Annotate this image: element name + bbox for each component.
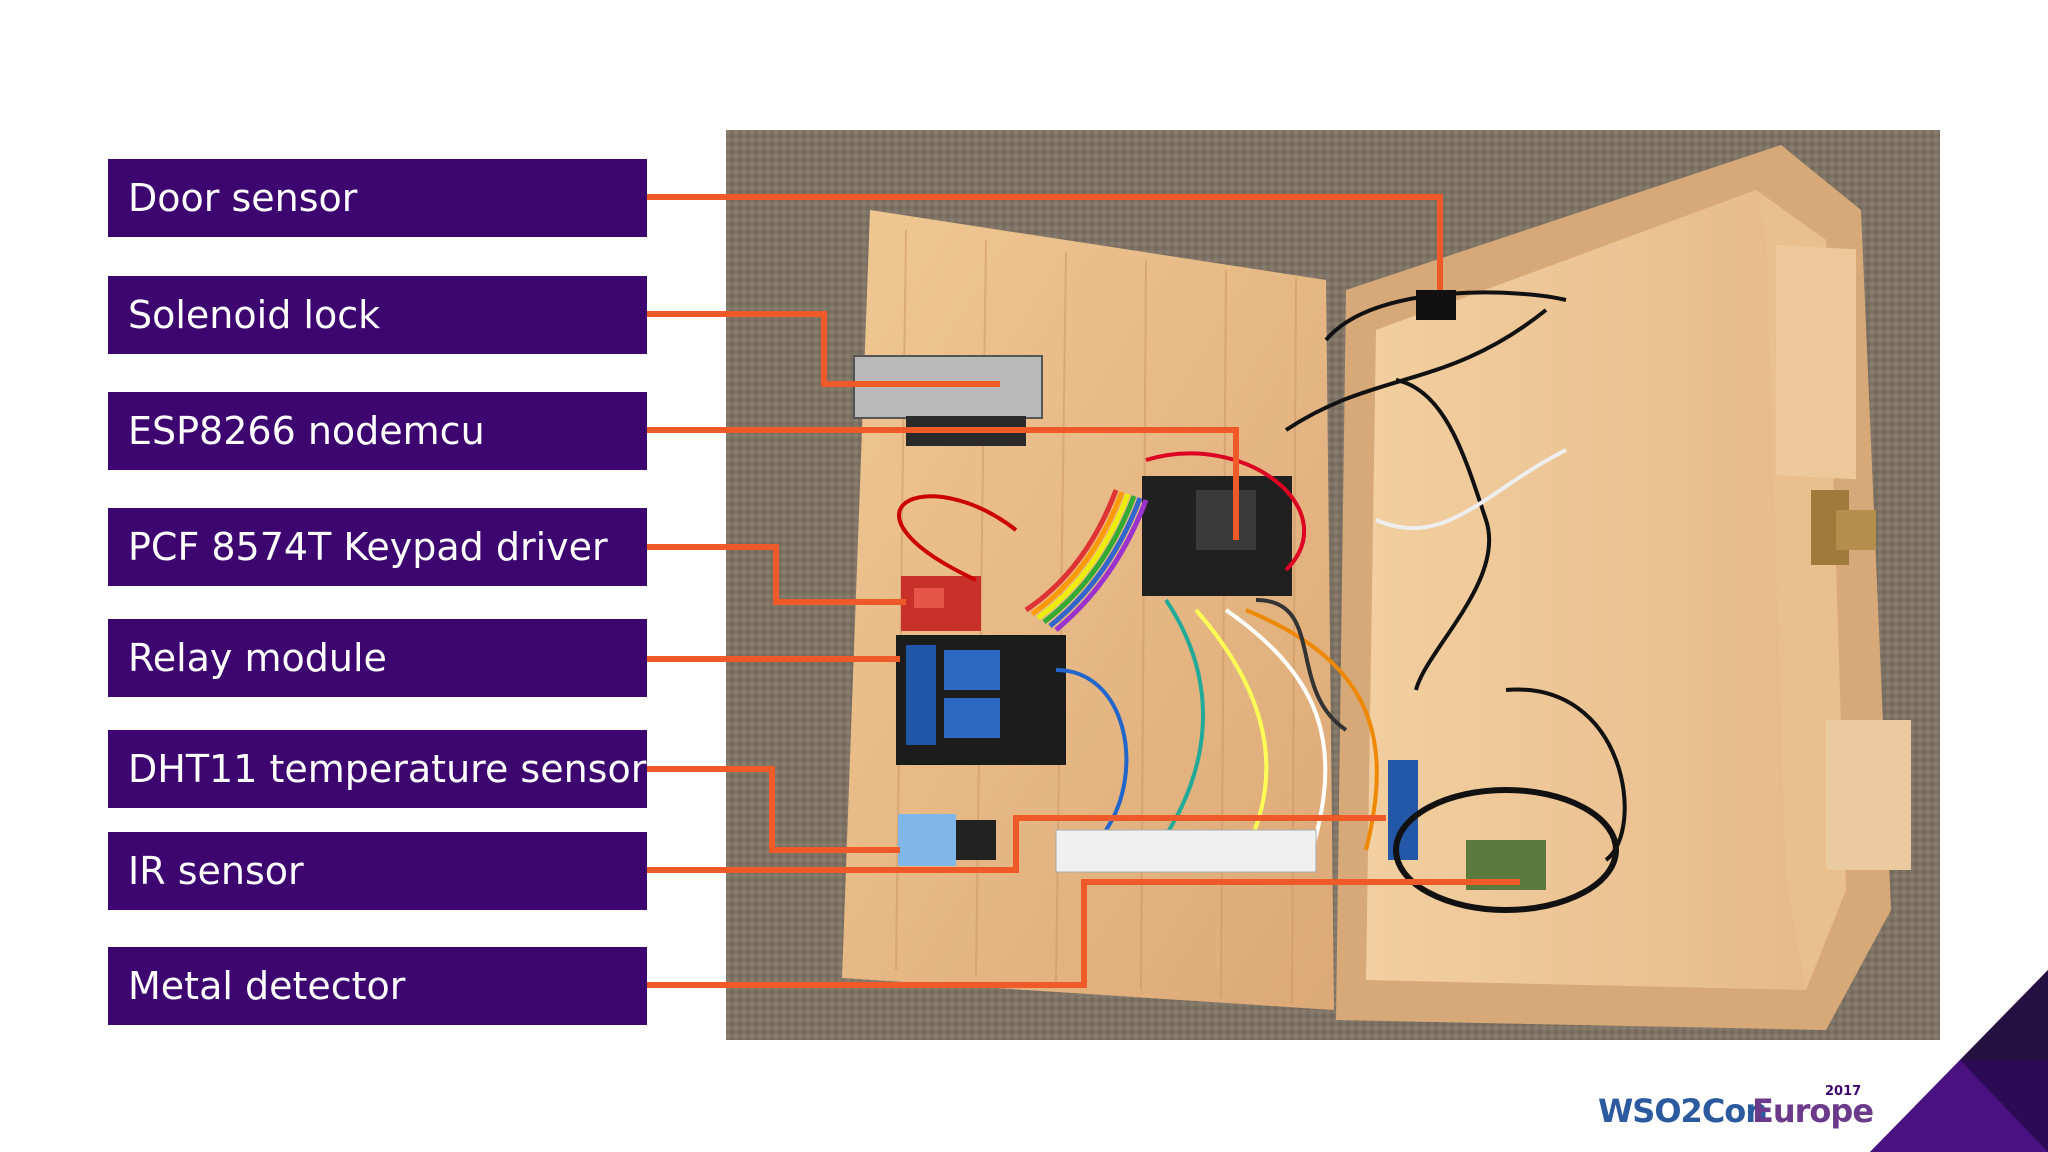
logo-europe: Europe (1752, 1092, 1874, 1130)
box-side-block-top (1776, 245, 1856, 480)
label-keypad-driver: PCF 8574T Keypad driver (108, 508, 647, 586)
project-photo (726, 130, 1940, 1040)
label-door-sensor: Door sensor (108, 159, 647, 237)
metal-detector-coil (1466, 840, 1546, 890)
door-sensor (1416, 290, 1456, 320)
label-ir-sensor: IR sensor (108, 832, 647, 910)
wso2con-europe-logo: WSO2Con Europe 2017 (1598, 1084, 1874, 1138)
box-side-block-bottom (1826, 720, 1911, 870)
label-solenoid-lock: Solenoid lock (108, 276, 647, 354)
logo-wso2: WSO2Con (1598, 1092, 1768, 1130)
dht11-sensor (898, 814, 956, 866)
label-metal-detector: Metal detector (108, 947, 647, 1025)
corner-decoration (1870, 970, 2048, 1152)
logo-year: 2017 (1825, 1084, 1862, 1099)
label-esp8266-nodemcu: ESP8266 nodemcu (108, 392, 647, 470)
solenoid-lock (853, 355, 1043, 419)
box-photo-illustration (726, 130, 1940, 1040)
breadboard (1055, 829, 1317, 873)
ir-sensor (1388, 760, 1418, 860)
label-relay-module: Relay module (108, 619, 647, 697)
label-dht11-temperature-sensor: DHT11 temperature sensor (108, 730, 647, 808)
